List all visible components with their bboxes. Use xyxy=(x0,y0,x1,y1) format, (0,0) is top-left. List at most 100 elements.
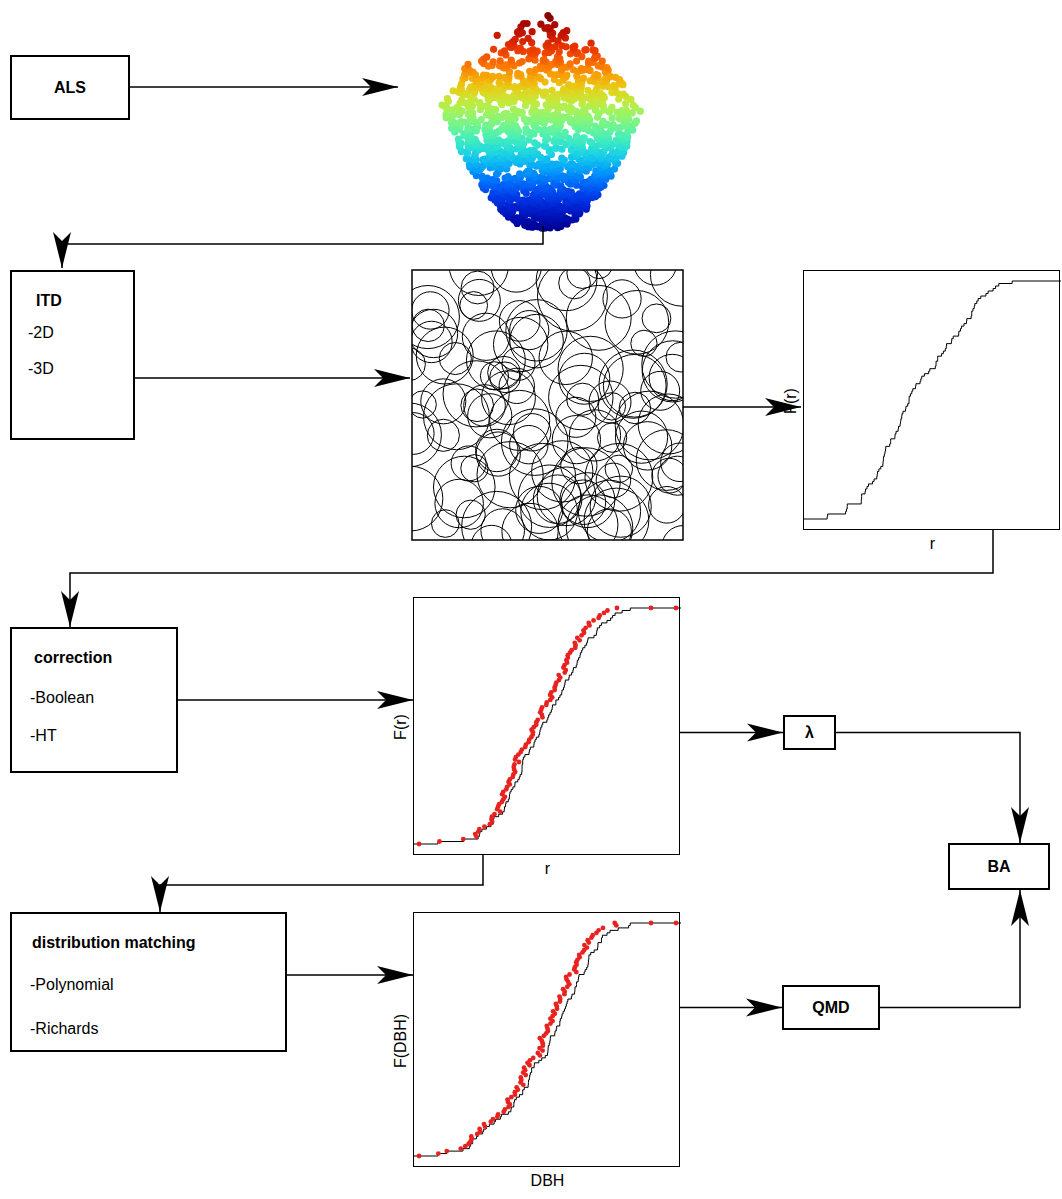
crown-circle xyxy=(556,397,596,437)
crown-circle xyxy=(558,336,623,401)
crown-circle xyxy=(533,475,582,524)
lidar-point xyxy=(593,71,600,78)
ecdf-point xyxy=(537,1036,542,1041)
lidar-point xyxy=(562,129,569,136)
box-title: ITD xyxy=(36,292,62,310)
lidar-point xyxy=(508,56,515,63)
box-title: QMD xyxy=(812,999,849,1017)
crown-circle xyxy=(590,476,651,537)
ecdf-point xyxy=(556,673,561,678)
lidar-point xyxy=(540,57,547,64)
crown-circle xyxy=(603,280,641,318)
ecdf-point xyxy=(674,606,679,611)
ecdf-point xyxy=(591,618,596,623)
ecdf-point xyxy=(586,621,591,626)
lidar-point xyxy=(525,35,532,42)
crown-circle xyxy=(427,419,459,451)
crown-circle xyxy=(421,379,466,424)
lidar-point xyxy=(537,21,544,28)
ecdf-point xyxy=(482,1122,487,1127)
crown-circle xyxy=(488,356,521,389)
ecdf-point xyxy=(469,1134,474,1139)
crown-circle xyxy=(536,270,597,311)
lidar-point xyxy=(529,46,536,53)
crown-circle xyxy=(585,270,612,279)
box-item: -Polynomial xyxy=(30,976,114,994)
lidar-point xyxy=(494,113,501,120)
crown-map-frame xyxy=(412,270,683,540)
lidar-point xyxy=(613,137,620,144)
crown-circle xyxy=(623,422,671,470)
axis-label: DBH xyxy=(531,1172,565,1190)
lidar-point xyxy=(517,45,524,52)
ecdf-point xyxy=(496,1112,501,1117)
crown-circle xyxy=(587,509,631,540)
lidar-point xyxy=(578,65,585,72)
process-box: distribution matching-Polynomial-Richard… xyxy=(10,912,287,1052)
lidar-point xyxy=(608,104,615,111)
crown-circle xyxy=(532,441,593,502)
lidar-point xyxy=(551,21,558,28)
ecdf-point xyxy=(605,608,610,613)
crown-circles xyxy=(412,270,683,540)
crown-circle xyxy=(537,270,607,331)
ecdf-point xyxy=(461,837,466,842)
box-item: -HT xyxy=(30,727,57,745)
ecdf-point xyxy=(567,972,572,977)
result-box: BA xyxy=(948,843,1050,890)
box-item: -2D xyxy=(28,324,54,342)
lidar-point xyxy=(495,73,502,80)
ecdf-point xyxy=(477,1127,482,1132)
input-box: ALS xyxy=(10,55,130,120)
ecdf-curve xyxy=(804,281,1061,519)
crown-circle xyxy=(451,446,486,481)
cdf-chart: F(r)r xyxy=(803,270,1060,530)
crown-circle xyxy=(518,465,581,528)
lidar-point xyxy=(620,91,627,98)
lidar-point xyxy=(494,32,501,39)
ecdf-point xyxy=(444,1149,449,1154)
crown-circle xyxy=(412,292,449,329)
lidar-point xyxy=(544,24,551,31)
ecdf-point xyxy=(512,762,517,767)
lidar-point xyxy=(568,160,575,167)
crown-circle xyxy=(460,292,488,320)
crown-circle xyxy=(439,342,471,374)
crown-circle xyxy=(649,487,683,524)
lidar-point xyxy=(540,56,547,63)
ecdf-point xyxy=(491,1117,496,1122)
ecdf-curve xyxy=(414,608,681,844)
lidar-point xyxy=(450,87,457,94)
flow-arrow xyxy=(130,86,398,88)
ecdf-point xyxy=(458,1146,463,1151)
flow-connector xyxy=(178,699,413,701)
lidar-point xyxy=(523,20,530,27)
crown-circle xyxy=(462,313,509,360)
lidar-point xyxy=(571,43,578,50)
ecdf-point xyxy=(437,839,442,844)
lidar-point xyxy=(464,61,471,68)
lidar-point xyxy=(544,12,551,19)
crown-circle xyxy=(631,330,657,356)
ecdf-curve xyxy=(414,923,681,1156)
flow-connector xyxy=(680,732,783,734)
lidar-point xyxy=(522,125,529,132)
lidar-point xyxy=(581,134,588,141)
lidar-point xyxy=(526,68,533,75)
ecdf-point xyxy=(492,812,497,817)
crown-circle xyxy=(650,270,683,306)
result-box: λ xyxy=(783,715,836,750)
ecdf-point xyxy=(477,827,482,832)
ecdf-point xyxy=(582,943,587,948)
box-title: distribution matching xyxy=(32,934,196,952)
ecdf-point xyxy=(518,1075,523,1080)
crown-circle xyxy=(456,500,485,529)
ecdf-point xyxy=(612,921,617,926)
box-item: -3D xyxy=(28,360,54,378)
axis-label: r xyxy=(930,535,935,553)
lidar-point xyxy=(573,133,580,140)
crown-circle xyxy=(412,413,434,455)
ecdf-point xyxy=(674,921,679,926)
crown-circle xyxy=(461,271,494,304)
box-title: correction xyxy=(34,649,112,667)
